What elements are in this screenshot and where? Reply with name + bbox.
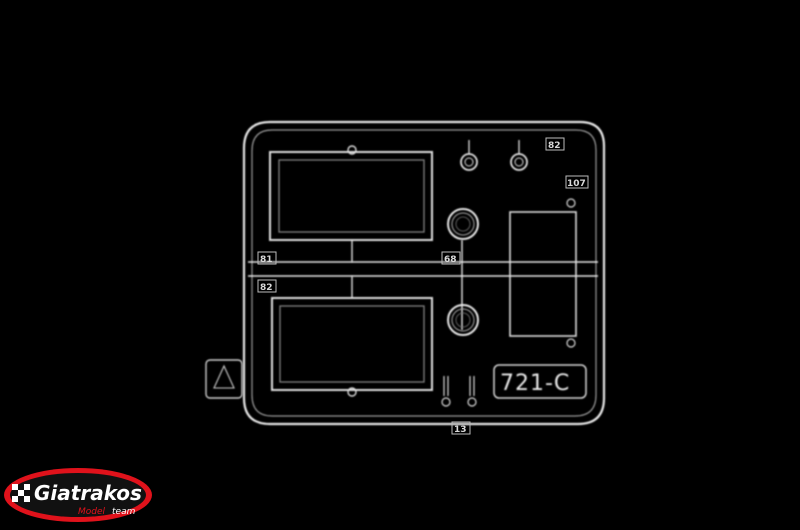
logo-sub-team: team <box>112 507 136 517</box>
upper-window-part <box>269 145 433 262</box>
part-number: 68 <box>444 255 457 265</box>
part-number: 13 <box>454 425 467 435</box>
right-panel-part <box>509 198 577 348</box>
part-number: 82 <box>260 283 273 293</box>
part-number: 107 <box>567 179 586 189</box>
part-number: 82 <box>548 141 561 151</box>
sprue-code: 721-C <box>500 371 570 396</box>
logo-sub-model: Model <box>78 507 106 517</box>
lens-parts <box>447 208 479 336</box>
sprue-frame <box>242 120 606 426</box>
giatrakos-logo: Giatrakos Model team <box>4 468 152 522</box>
code-plate: 721-C <box>493 364 587 399</box>
logo-brand: Giatrakos <box>34 481 142 505</box>
lower-window-part <box>271 276 433 397</box>
part-number-tags: 82 107 81 82 68 13 <box>257 137 589 435</box>
checkered-flag-icon <box>12 484 30 502</box>
sprue-tab <box>205 359 243 399</box>
part-number: 81 <box>260 255 273 265</box>
pin-parts <box>441 376 477 407</box>
small-round-parts <box>460 140 528 171</box>
